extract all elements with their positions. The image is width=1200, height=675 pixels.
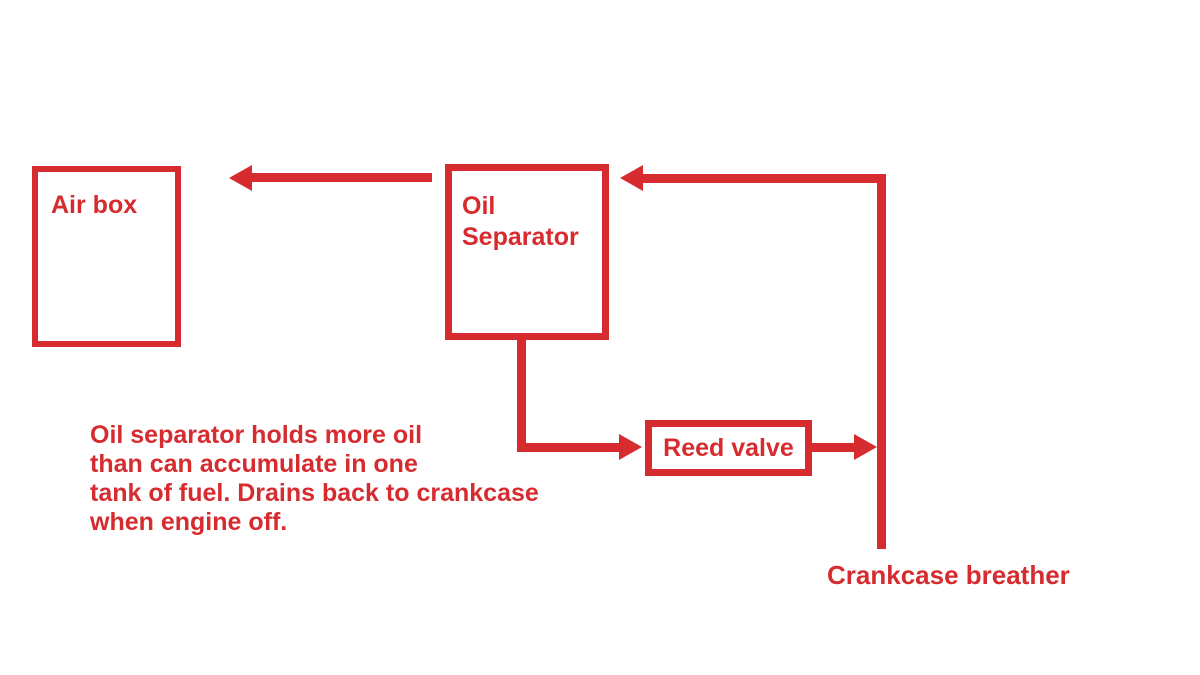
oil-separator-label: Oil Separator <box>462 192 579 251</box>
air-box-label: Air box <box>51 191 138 219</box>
crankcase-breather-label: Crankcase breather <box>827 560 1070 590</box>
arrow-right-head-icon <box>854 434 877 460</box>
arrow-left-head-icon <box>229 165 252 191</box>
air-box-node: Air box <box>32 166 181 347</box>
arrow-reed-valve-to-breather-shaft <box>812 443 855 452</box>
crankcase-breather-line <box>877 174 886 549</box>
oil-separator-node: Oil Separator <box>445 164 609 340</box>
arrow-oil-separator-to-reed-valve-shaft <box>517 443 620 452</box>
reed-valve-node: Reed valve <box>645 420 812 476</box>
oil-separator-drain-line-vertical <box>517 340 526 452</box>
arrow-right-head-icon <box>619 434 642 460</box>
arrow-breather-to-oil-separator-shaft <box>642 174 886 183</box>
note-text: Oil separator holds more oil than can ac… <box>90 421 539 536</box>
arrow-oil-separator-to-air-box-shaft <box>250 173 432 182</box>
reed-valve-label: Reed valve <box>663 434 794 462</box>
arrow-left-head-icon <box>620 165 643 191</box>
